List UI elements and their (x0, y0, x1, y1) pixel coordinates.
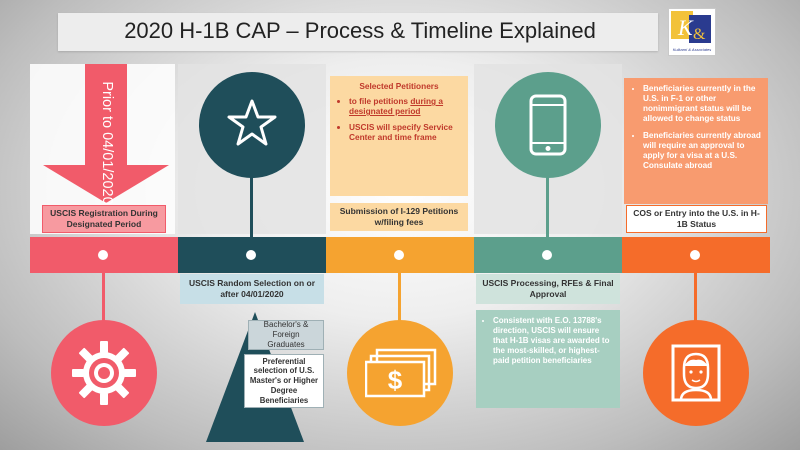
money-icon: $ (365, 348, 437, 398)
petition-bullet-1-underlined: during a designated period (349, 96, 444, 117)
timeline-dot-selection (246, 250, 256, 260)
selected-petitioners-box: Selected Petitioners to file petitions d… (330, 76, 468, 196)
svg-text:&: & (693, 26, 706, 43)
timeline-dot-petition (394, 250, 404, 260)
svg-text:K: K (677, 15, 694, 40)
cos-box: COS or Entry into the U.S. in H-1B Statu… (626, 205, 767, 233)
processing-stem (546, 160, 549, 237)
status-stem (694, 273, 697, 328)
registration-box: USCIS Registration During Designated Per… (42, 205, 166, 233)
prior-label: Prior to 04/01/2020 (99, 81, 115, 205)
bachelor-box: Bachelor's & Foreign Graduates (248, 320, 324, 350)
star-icon (227, 99, 277, 146)
gear-icon (72, 341, 136, 405)
logo-text: Kulkarni & Associates (672, 47, 712, 52)
selected-petitioners-heading: Selected Petitioners (359, 81, 439, 91)
status-bullet-2: Beneficiaries currently abroad will requ… (643, 131, 761, 171)
logo: K & Kulkarni & Associates (668, 8, 716, 56)
status-bullet-1: Beneficiaries currently in the U.S. in F… (643, 84, 761, 124)
kulkarni-logo-icon: K & (671, 11, 711, 43)
portrait-icon (671, 344, 721, 402)
beneficiaries-box: Beneficiaries currently in the U.S. in F… (624, 78, 768, 204)
petition-bullet-1: to file petitions during a designated pe… (349, 96, 461, 116)
money-circle: $ (347, 320, 453, 426)
arrow-shaft (85, 64, 127, 169)
svg-text:$: $ (388, 365, 403, 395)
page-title: 2020 H-1B CAP – Process & Timeline Expla… (124, 18, 596, 43)
arrow-head (43, 165, 169, 203)
consistent-bullet: Consistent with E.O. 13788's direction, … (493, 316, 615, 366)
consistent-box: Consistent with E.O. 13788's direction, … (476, 310, 620, 408)
processing-box: USCIS Processing, RFEs & Final Approval (476, 274, 620, 304)
submission-box: Submission of I-129 Petitions w/filing f… (330, 203, 468, 231)
registration-stem (102, 273, 105, 328)
timeline-dot-processing (542, 250, 552, 260)
gear-circle (51, 320, 157, 426)
prior-label-wrap: Prior to 04/01/2020 (72, 81, 142, 204)
selection-stem (250, 160, 253, 237)
timeline-dot-registration (98, 250, 108, 260)
petition-bullet-1-text: to file petitions (349, 96, 411, 106)
petition-stem (398, 273, 401, 328)
preferential-box: Preferential selection of U.S. Master's … (244, 354, 324, 408)
title-bar (58, 13, 658, 51)
portrait-circle (643, 320, 749, 426)
petition-bullet-2: USCIS will specify Service Center and ti… (349, 122, 461, 142)
timeline-dot-status (690, 250, 700, 260)
smartphone-icon (529, 94, 567, 156)
random-selection-box: USCIS Random Selection on or after 04/01… (180, 274, 324, 304)
